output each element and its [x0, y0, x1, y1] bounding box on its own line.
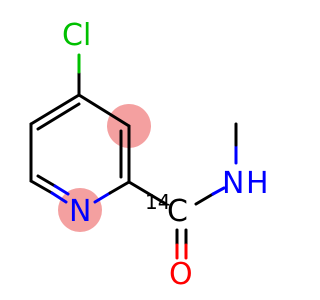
atom-label-oxygen: O — [169, 257, 193, 292]
bond-n1-c2-a — [93, 191, 112, 204]
highlight-ring-nitrogen — [58, 188, 102, 232]
bond-c4-c3 — [77, 93, 131, 128]
molecule-svg: Cl N 14 C N H O — [29, 18, 269, 292]
bond-c2-carbonyl — [127, 180, 168, 206]
atom-label-chlorine: Cl — [62, 18, 91, 53]
bond-c4-c5-inner — [36, 102, 81, 131]
molecule-drawing: Cl N 14 C N H O — [29, 18, 269, 292]
atom-label-ring-nitrogen: N — [69, 194, 91, 229]
bond-n1-c2-b — [108, 180, 131, 195]
bond-c6-n1-inner-b — [53, 184, 70, 196]
bond-c4-c5 — [29, 93, 81, 126]
bond-c6-n1-a — [29, 179, 54, 195]
atom-label-amide-nitrogen: N — [222, 166, 244, 201]
atom-label-carbonyl-carbon: C — [167, 194, 188, 229]
bond-c6-n1-inner-a — [36, 174, 57, 188]
bond-carbonyl-nh-b — [211, 186, 226, 196]
isotope-label-carbon: 14 — [145, 190, 170, 214]
bond-c6-n1-b — [50, 191, 68, 204]
bond-carbonyl-nh-a — [194, 192, 215, 206]
atom-label-amide-hydrogen: H — [246, 166, 269, 201]
